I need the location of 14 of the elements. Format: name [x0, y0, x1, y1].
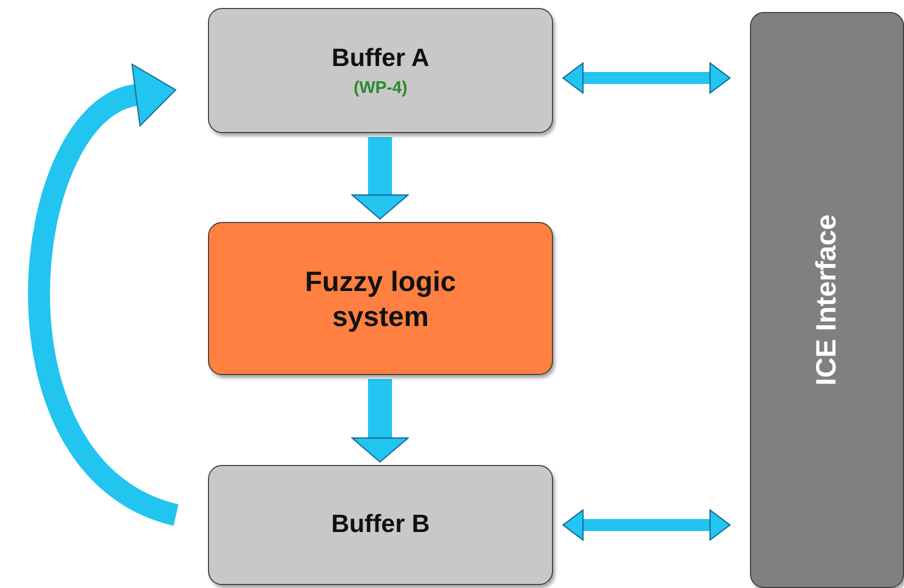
interface-panel	[750, 12, 904, 588]
block-arrow	[562, 509, 731, 541]
box-title: Buffer B	[331, 509, 430, 540]
box-subtitle: (WP-4)	[354, 78, 408, 98]
process-box	[208, 222, 553, 375]
panel-label: ICE Interface	[811, 214, 843, 386]
block-arrow	[28, 65, 180, 526]
block-arrow	[351, 137, 409, 220]
block-arrow	[562, 62, 731, 94]
buffer-box	[208, 465, 553, 585]
box-title: Buffer A	[332, 42, 430, 74]
block-arrow	[351, 379, 409, 463]
box-title: Fuzzy logic system	[304, 264, 457, 334]
buffer-box	[208, 8, 553, 133]
